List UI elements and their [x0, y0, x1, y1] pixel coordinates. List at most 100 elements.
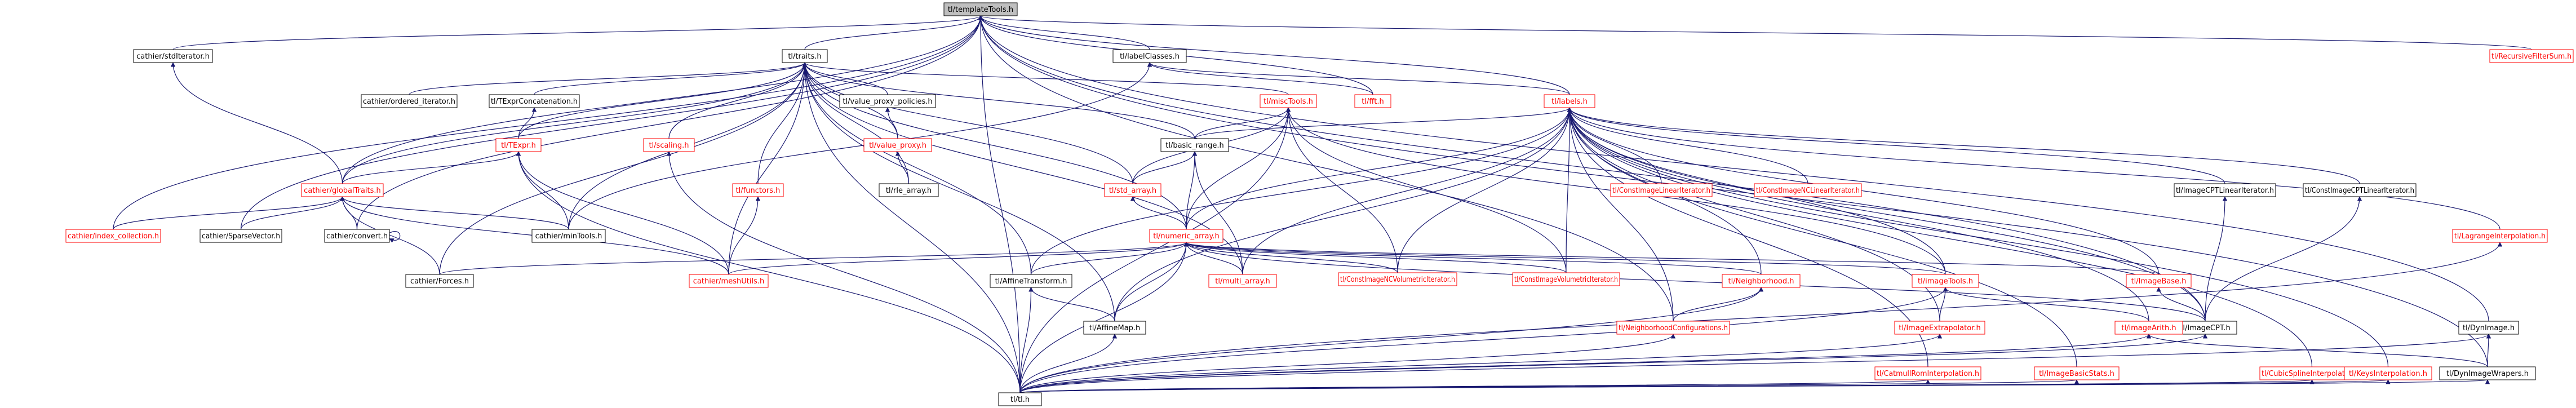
node-texprConcat[interactable]: tl/TExprConcatenation.h: [489, 94, 580, 108]
edge-neighborhoodConfigs-to-templateTools: [978, 15, 1674, 322]
edge-imageCPT-to-imageCPTLinearIterator: [2205, 196, 2228, 322]
node-minTools[interactable]: cathier/minTools.h: [531, 229, 606, 243]
edge-meshUtils-to-functors: [728, 196, 761, 275]
node-multiArray[interactable]: tl/multi_array.h: [1208, 274, 1277, 288]
node-lagrangeInterp[interactable]: tl/LagrangeInterpolation.h: [2452, 229, 2548, 243]
edge-keysInterp-to-labels: [1567, 107, 2389, 367]
node-label: tl/LagrangeInterpolation.h: [2454, 232, 2546, 241]
node-labelClasses[interactable]: tl/labelClasses.h: [1112, 49, 1187, 63]
node-traits[interactable]: tl/traits.h: [782, 49, 828, 63]
node-label: tl/DynImage.h: [2463, 324, 2515, 332]
edge-ifft-to-labelClasses: [1147, 62, 1373, 95]
node-label: tl/TExprConcatenation.h: [491, 97, 578, 106]
node-label: tl/templateTools.h: [948, 6, 1013, 14]
node-imageCPT[interactable]: tl/ImageCPT.h: [2173, 321, 2237, 335]
node-box: [1616, 321, 1730, 335]
node-box: [782, 49, 828, 63]
edge-globalTraits-to-stdIterator: [170, 62, 343, 184]
node-label: tl/AffineMap.h: [1089, 324, 1141, 332]
edge-indexCollection-to-globalTraits: [113, 196, 345, 230]
edge-neighborhoodConfigs-to-neighborhood: [1673, 287, 1764, 322]
edge-numericArray-to-traits: [802, 62, 1187, 230]
node-stdIterator[interactable]: cathier/stdIterator.h: [133, 49, 213, 63]
edge-constImageNCLinearIterator-to-labels: [1567, 107, 1808, 184]
node-label: tl/ConstImageLinearIterator.h: [1612, 187, 1710, 195]
node-rleArray[interactable]: tl/rle_array.h: [879, 183, 939, 197]
edge-tlTl-to-dynImageWrapers: [1019, 379, 2489, 393]
node-neighborhoodConfigs[interactable]: tl/NeighborhoodConfigurations.h: [1616, 321, 1730, 335]
edge-tlTl-to-templateTools: [978, 15, 1021, 393]
node-label: tl/CatmullRomInterpolation.h: [1877, 370, 1979, 378]
edge-constImageNCVolIter-to-numericArray: [1183, 242, 1398, 273]
node-valueProxyPolicies[interactable]: tl/value_proxy_policies.h: [839, 94, 936, 108]
edge-imageTools-to-numericArray: [1184, 242, 1946, 275]
edge-dynImageWrapers-to-templateTools: [978, 15, 2488, 367]
node-stdArray[interactable]: tl/std_array.h: [1104, 183, 1161, 197]
node-label: cathier/stdIterator.h: [136, 52, 210, 61]
edge-valueProxyPolicies-to-traits: [802, 62, 888, 95]
node-texpr[interactable]: tl/TExpr.h: [495, 138, 542, 152]
node-imageExtrapolator[interactable]: tl/ImageExtrapolator.h: [1894, 321, 1985, 335]
edge-tlTl-to-imageArith: [1019, 334, 2151, 393]
node-orderedIterator[interactable]: cathier/ordered_iterator.h: [361, 94, 458, 108]
node-label: tl/KeysInterpolation.h: [2349, 370, 2427, 378]
node-indexCollection[interactable]: cathier/index_collection.h: [65, 229, 161, 243]
node-constImageLinearIterator[interactable]: tl/ConstImageLinearIterator.h: [1610, 183, 1713, 197]
node-box: [839, 94, 936, 108]
node-imageArith[interactable]: tl/imageArith.h: [2114, 321, 2183, 335]
node-label: tl/ConstImageNCLinearIterator.h: [1756, 187, 1860, 195]
node-constImageNCLinearIterator[interactable]: tl/ConstImageNCLinearIterator.h: [1754, 183, 1862, 197]
node-meshUtils[interactable]: cathier/meshUtils.h: [689, 274, 769, 288]
node-imageTools[interactable]: tl/imageTools.h: [1912, 274, 1979, 288]
node-label: tl/ConstImageVolumetricIterator.h: [1514, 276, 1618, 284]
node-miscTools[interactable]: tl/miscTools.h: [1260, 94, 1317, 108]
node-imageBasicStats[interactable]: tl/ImageBasicStats.h: [2034, 366, 2120, 380]
node-imageBase[interactable]: tl/ImageBase.h: [2126, 274, 2192, 288]
node-scaling[interactable]: tl/scaling.h: [643, 138, 695, 152]
node-dynImage[interactable]: tl/DynImage.h: [2458, 321, 2519, 335]
node-label: tl/labels.h: [1551, 97, 1588, 106]
node-forces[interactable]: cathier/Forces.h: [405, 274, 474, 288]
node-label: tl/RecursiveFilterSum.h: [2491, 52, 2571, 61]
edge-tlTl-to-imageTools: [1019, 287, 1948, 393]
node-label: tl/value_proxy_policies.h: [843, 97, 932, 106]
node-valueProxy[interactable]: tl/value_proxy.h: [863, 138, 932, 152]
node-functors[interactable]: tl/functors.h: [732, 183, 784, 197]
node-constImageVolIter[interactable]: tl/ConstImageVolumetricIterator.h: [1512, 272, 1620, 286]
edge-tlTl-to-affineMap: [1019, 334, 1118, 393]
node-catmullRom[interactable]: tl/CatmullRomInterpolation.h: [1874, 366, 1981, 380]
node-imageCPTLinearIterator[interactable]: tl/ImageCPTLinearIterator.h: [2174, 183, 2276, 197]
edge-minTools-to-labelClasses: [568, 62, 1152, 230]
edge-imageBasicStats-to-labels: [1567, 107, 2077, 367]
node-box: [361, 94, 458, 108]
node-keysInterp[interactable]: tl/KeysInterpolation.h: [2344, 366, 2432, 380]
node-basicRange[interactable]: tl/basic_range.h: [1160, 138, 1229, 152]
node-box: [2174, 183, 2276, 197]
edge-catmullRom-to-labels: [1567, 107, 1928, 367]
node-label: tl/tl.h: [1010, 396, 1030, 404]
node-box: [1260, 94, 1317, 108]
node-convert[interactable]: cathier/convert.h: [324, 229, 390, 243]
node-box: [990, 274, 1072, 288]
node-numericArray[interactable]: tl/numeric_array.h: [1149, 229, 1223, 243]
node-label: tl/std_array.h: [1109, 187, 1156, 195]
node-recursiveFilterSum[interactable]: tl/RecursiveFilterSum.h: [2489, 49, 2574, 63]
node-labels[interactable]: tl/labels.h: [1544, 94, 1595, 108]
node-sparseVector[interactable]: cathier/SparseVector.h: [199, 229, 282, 243]
node-label: cathier/SparseVector.h: [202, 232, 280, 241]
node-templateTools[interactable]: tl/templateTools.h: [943, 2, 1018, 16]
node-globalTraits[interactable]: cathier/globalTraits.h: [301, 183, 384, 197]
node-label: cathier/meshUtils.h: [693, 277, 764, 286]
node-constImageCPTLinearIterator[interactable]: tl/ConstImageCPTLinearIterator.h: [2303, 183, 2417, 197]
node-affineTransform[interactable]: tl/AffineTransform.h: [990, 274, 1072, 288]
edge-tlTl-to-dynImage: [1019, 334, 2491, 393]
node-ifft[interactable]: tl/fft.h: [1354, 94, 1391, 108]
node-tlTl[interactable]: tl/tl.h: [998, 392, 1042, 406]
node-constImageNCVolIter[interactable]: tl/ConstImageNCVolumetricIterator.h: [1338, 272, 1457, 286]
node-dynImageWrapers[interactable]: tl/DynImageWrapers.h: [2439, 366, 2536, 380]
edge-constImageVolIter-to-labels: [1566, 107, 1572, 273]
edge-globalTraits-to-traits: [342, 62, 808, 184]
node-neighborhood[interactable]: tl/Neighborhood.h: [1722, 274, 1801, 288]
node-affineMap[interactable]: tl/AffineMap.h: [1083, 321, 1146, 335]
